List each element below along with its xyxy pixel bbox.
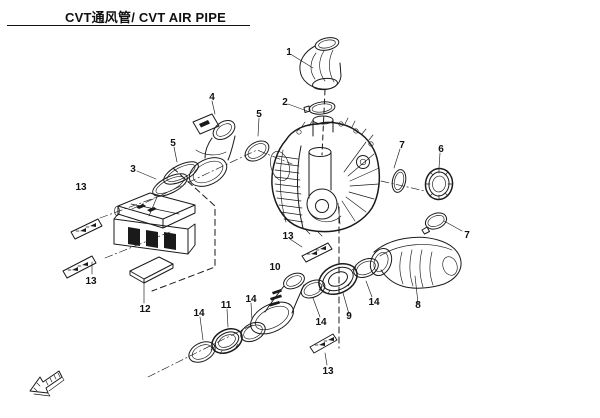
part-13-sticker-middle bbox=[301, 242, 333, 263]
part-13-sticker-upper-left bbox=[70, 218, 103, 240]
callout-14a: 14 bbox=[193, 308, 205, 319]
air-resonator-box bbox=[113, 192, 196, 255]
cvt-cover-housing bbox=[270, 115, 381, 237]
part-12-foam-pad bbox=[129, 256, 174, 284]
part-13-sticker-lower-left bbox=[62, 255, 97, 279]
callout-11: 11 bbox=[221, 300, 232, 311]
part-5-clamp-right bbox=[244, 140, 270, 162]
callout-13c: 13 bbox=[282, 231, 294, 242]
part-4-elbow-duct bbox=[188, 113, 236, 187]
title-underline bbox=[7, 25, 250, 26]
callout-3: 3 bbox=[130, 164, 136, 175]
part-2-hose-clamp bbox=[303, 101, 336, 115]
page-title: CVT通风管/ CVT AIR PIPE bbox=[65, 10, 226, 25]
callout-14b: 14 bbox=[245, 294, 257, 305]
callout-labels: 1 2 3 4 5 5 6 7 7 8 9 10 11 12 13 13 13 … bbox=[75, 47, 470, 377]
callout-7b: 7 bbox=[464, 230, 470, 241]
part-14-ring-left bbox=[188, 341, 216, 363]
callout-7a: 7 bbox=[399, 140, 405, 151]
part-6-grommet-ring bbox=[424, 167, 454, 201]
callout-9: 9 bbox=[346, 311, 352, 322]
callout-4: 4 bbox=[209, 92, 215, 103]
part-11-oval-seal bbox=[210, 328, 244, 355]
part-1-inlet-hose bbox=[299, 37, 342, 91]
part-10-lower-air-pipe bbox=[250, 272, 305, 335]
part-8-outlet-duct bbox=[369, 236, 462, 289]
callout-13b: 13 bbox=[85, 276, 97, 287]
part-9-seal-assembly bbox=[318, 263, 358, 295]
callout-1: 1 bbox=[286, 47, 292, 58]
callout-14c: 14 bbox=[315, 317, 327, 328]
part-13-sticker-bottom bbox=[309, 333, 338, 354]
part-14-ring-inner bbox=[240, 321, 266, 343]
callout-12: 12 bbox=[139, 304, 151, 315]
callout-2: 2 bbox=[282, 97, 288, 108]
part-14-ring-mid bbox=[300, 279, 326, 299]
direction-indicator-icon bbox=[29, 370, 65, 397]
callout-leader-lines bbox=[91, 54, 463, 366]
part-7-seal-ring bbox=[391, 169, 407, 193]
callout-14d: 14 bbox=[368, 297, 380, 308]
callout-10: 10 bbox=[269, 262, 281, 273]
callout-5b: 5 bbox=[256, 109, 262, 120]
callout-13d: 13 bbox=[322, 366, 334, 377]
part-7-clamp bbox=[421, 212, 448, 235]
callout-5a: 5 bbox=[170, 138, 176, 149]
callout-13a: 13 bbox=[75, 182, 87, 193]
callout-8: 8 bbox=[415, 300, 421, 311]
callout-6: 6 bbox=[438, 144, 444, 155]
